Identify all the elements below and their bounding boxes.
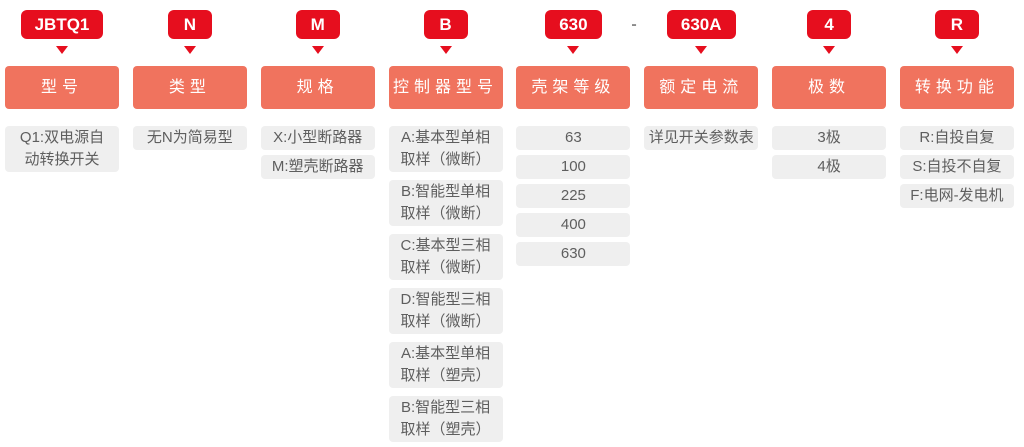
option-item: X:小型断路器 — [260, 126, 375, 150]
model-code-column: JBTQ1 型号 Q1:双电源自 动转换开关 — [5, 0, 119, 447]
option-item: R:自投自复 — [899, 126, 1014, 150]
model-code-column: N 类型 无N为简易型 — [132, 0, 247, 447]
option-item: A:基本型单相 取样（塑壳） — [388, 342, 503, 388]
option-item: D:智能型三相 取样（微断） — [388, 288, 503, 334]
model-code-column: B 控制器型号 A:基本型单相 取样（微断） B:智能型单相 取样（微断） C:基本… — [388, 0, 503, 447]
option-item: 4极 — [772, 155, 887, 179]
option-item: S:自投不自复 — [899, 155, 1014, 179]
triangle-down-icon — [695, 46, 708, 54]
option-item: Q1:双电源自 动转换开关 — [5, 126, 119, 172]
option-list: R:自投自复 S:自投不自复 F:电网-发电机 — [899, 126, 1014, 213]
category-header: 额定电流 — [644, 66, 759, 109]
model-code-column: 630 壳架等级 63 100 225 400 630 — [516, 0, 631, 447]
code-badge: 630A — [666, 10, 736, 39]
option-list: X:小型断路器 M:塑壳断路器 — [260, 126, 375, 184]
triangle-down-icon — [183, 46, 196, 54]
option-item: 详见开关参数表 — [644, 126, 759, 150]
option-item: B:智能型三相 取样（塑壳） — [388, 396, 503, 442]
option-list: 详见开关参数表 — [644, 126, 759, 155]
code-badge: JBTQ1 — [20, 10, 104, 39]
category-header: 极数 — [772, 66, 887, 109]
option-item: M:塑壳断路器 — [260, 155, 375, 179]
option-item: 3极 — [772, 126, 887, 150]
category-header: 转换功能 — [899, 66, 1014, 109]
option-list: 无N为简易型 — [132, 126, 247, 155]
category-header: 控制器型号 — [388, 66, 503, 109]
code-badge: N — [167, 10, 212, 39]
model-code-column: 630A 额定电流 详见开关参数表 — [644, 0, 759, 447]
option-item: C:基本型三相 取样（微断） — [388, 234, 503, 280]
code-badge: M — [295, 10, 340, 39]
category-header: 规格 — [260, 66, 375, 109]
triangle-down-icon — [439, 46, 452, 54]
separator-dash: - — [631, 16, 637, 33]
option-item: A:基本型单相 取样（微断） — [388, 126, 503, 172]
option-item: 63 — [516, 126, 631, 150]
model-code-column: M 规格 X:小型断路器 M:塑壳断路器 — [260, 0, 375, 447]
option-item: B:智能型单相 取样（微断） — [388, 180, 503, 226]
option-list: Q1:双电源自 动转换开关 — [5, 126, 119, 177]
category-header: 类型 — [132, 66, 247, 109]
option-item: F:电网-发电机 — [899, 184, 1014, 208]
option-list: A:基本型单相 取样（微断） B:智能型单相 取样（微断） C:基本型三相 取样（微… — [388, 126, 503, 447]
option-item: 400 — [516, 213, 631, 237]
triangle-down-icon — [56, 46, 68, 54]
model-code-column: R 转换功能 R:自投自复 S:自投不自复 F:电网-发电机 — [899, 0, 1014, 447]
option-item: 100 — [516, 155, 631, 179]
triangle-down-icon — [311, 46, 324, 54]
code-badge: R — [934, 10, 979, 39]
option-list: 63 100 225 400 630 — [516, 126, 631, 271]
option-item: 无N为简易型 — [132, 126, 247, 150]
option-item: 630 — [516, 242, 631, 266]
code-badge: 4 — [807, 10, 852, 39]
code-badge: 630 — [545, 10, 602, 39]
triangle-down-icon — [823, 46, 836, 54]
triangle-down-icon — [567, 46, 580, 54]
code-badge: B — [423, 10, 468, 39]
category-header: 壳架等级 — [516, 66, 631, 109]
option-item: 225 — [516, 184, 631, 208]
category-header: 型号 — [5, 66, 119, 109]
triangle-down-icon — [950, 46, 963, 54]
